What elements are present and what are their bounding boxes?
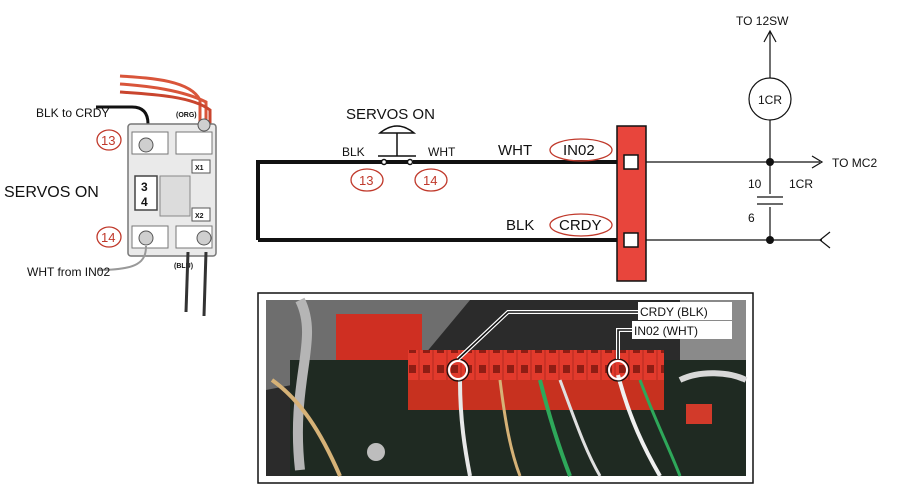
to-mc2-label: TO MC2 <box>832 156 877 170</box>
servos-on-side-label: SERVOS ON <box>4 184 99 201</box>
module-number-top: 3 <box>141 180 148 194</box>
to-12sw-label: TO 12SW <box>736 14 789 28</box>
callout-crdy: CRDY (BLK) <box>640 305 708 319</box>
blu-label: (BLU) <box>174 263 193 270</box>
wht-from-in02-label: WHT from IN02 <box>27 265 110 279</box>
wire-top-signal: IN02 <box>563 142 595 159</box>
terminal-14-number: 14 <box>101 230 115 245</box>
junction-top <box>766 158 774 166</box>
contact-top-number: 10 <box>748 177 762 191</box>
switch-left-label: BLK <box>342 145 365 159</box>
terminal-14-ring <box>96 226 122 248</box>
crdy-ring <box>549 213 613 237</box>
terminal-13-ring <box>96 129 122 151</box>
relay-circuit <box>646 29 831 249</box>
contact-1cr-label: 1CR <box>789 177 813 191</box>
org-label: (ORG) <box>176 112 197 119</box>
wire-bottom-signal: CRDY <box>559 217 602 234</box>
switch-13-number: 13 <box>359 173 373 188</box>
terminal-strip <box>616 125 647 282</box>
x1-label: X1 <box>195 165 204 172</box>
in02-ring <box>549 138 613 162</box>
terminal-crdy <box>623 232 639 248</box>
x2-label: X2 <box>195 213 204 220</box>
switch-13-ring <box>350 168 384 192</box>
blk-to-crdy-label: BLK to CRDY <box>36 106 109 120</box>
wire-bottom-color: BLK <box>506 217 534 234</box>
switch-right-label: WHT <box>428 145 456 159</box>
wire-top-color: WHT <box>498 142 532 159</box>
junction-bottom <box>766 236 774 244</box>
schematic-wiring <box>256 125 618 242</box>
switch-title: SERVOS ON <box>346 106 435 123</box>
contact-bottom-number: 6 <box>748 211 755 225</box>
contactor-module: X1 3 4 X2 (ORG) (BLU) <box>96 74 217 317</box>
terminal-in02 <box>623 154 639 170</box>
module-number-bottom: 4 <box>141 195 148 209</box>
board-photo <box>257 292 754 484</box>
terminal-13-number: 13 <box>101 133 115 148</box>
callout-in02: IN02 (WHT) <box>634 324 698 338</box>
coil-1cr-label: 1CR <box>758 93 782 107</box>
switch-14-number: 14 <box>423 173 437 188</box>
switch-14-ring <box>414 168 448 192</box>
